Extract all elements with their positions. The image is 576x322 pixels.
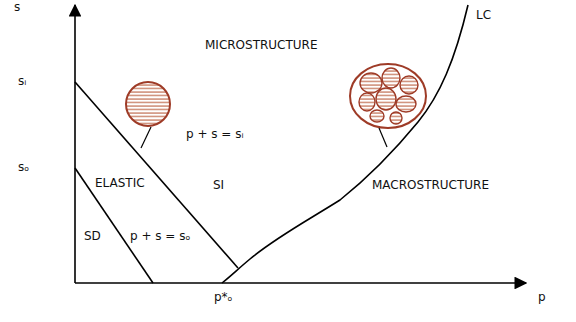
microstructure-circle [126,82,170,126]
macrostructure-outline [350,64,426,128]
grain [360,73,382,93]
grain [359,93,375,111]
axis-value: sᵢ [18,74,26,88]
axis-value: sₒ [18,160,29,174]
equation-label: p + s = sₒ [130,229,190,243]
equation-label: p + s = sᵢ [186,127,244,141]
region-label: SD [84,229,101,243]
grain [370,110,384,122]
si-line [75,82,238,268]
grain-group [359,68,418,124]
axis-label: p [538,290,546,304]
grain [400,76,418,94]
grain [382,68,400,88]
grain [376,88,396,110]
axis-value: p*ₒ [214,290,233,304]
grain [396,96,416,112]
region-label: MACROSTRUCTURE [372,178,489,192]
p-axis [75,282,526,284]
leader-line [379,128,387,147]
grain [390,112,402,124]
region-label: SI [213,178,224,192]
region-label: ELASTIC [95,176,145,190]
curve-label: LC [476,8,491,22]
region-label: MICROSTRUCTURE [205,38,318,52]
axis-label: s [14,0,20,14]
so-line [75,168,153,283]
leader-line [141,127,151,148]
s-axis [74,5,76,283]
